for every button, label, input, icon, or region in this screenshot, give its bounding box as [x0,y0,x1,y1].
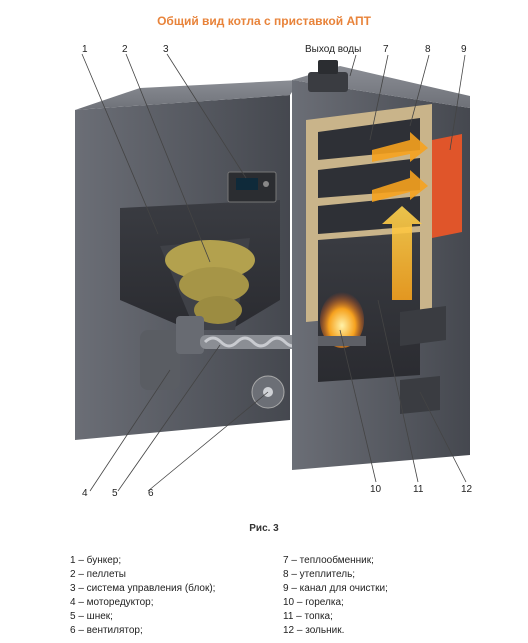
legend-item-11: 11 – топка; [283,611,333,622]
callout-4: 4 [82,488,88,499]
callout-3: 3 [163,44,169,55]
diagram-title: Общий вид котла с приставкой АПТ [157,14,371,28]
legend-item-5: 5 – шнек; [70,611,113,622]
legend-item-12: 12 – зольник. [283,625,345,636]
control-unit [227,171,277,203]
legend-item-7: 7 – теплообменник; [283,555,374,566]
water-outlet-label: Выход воды [305,44,361,55]
ash-pan [400,306,446,414]
legend-item-4: 4 – моторедуктор; [70,597,154,608]
legend-item-1: 1 – бункер; [70,555,122,566]
callout-11: 11 [413,484,424,495]
water-outlet-fitting [308,60,348,92]
callout-8: 8 [425,44,431,55]
callout-10: 10 [370,484,382,495]
callout-12: 12 [461,484,473,495]
burner-flame [318,292,366,348]
callout-7: 7 [383,44,389,55]
figure-caption: Рис. 3 [249,523,279,534]
heat-flow-arrows [372,132,428,300]
legend-item-3: 3 – система управления (блок); [70,583,216,594]
callout-5: 5 [112,488,118,499]
leader-lines [81,53,467,492]
motor-reducer [140,316,204,390]
legend-item-2: 2 – пеллеты [70,569,126,580]
legend-item-10: 10 – горелка; [283,597,344,608]
cleaning-channel [432,134,462,238]
callout-6: 6 [148,488,154,499]
callout-2: 2 [122,44,128,55]
pellets [165,240,255,324]
legend-item-8: 8 – утеплитель; [283,569,356,580]
callout-9: 9 [461,44,467,55]
legend-item-9: 9 – канал для очистки; [283,583,388,594]
callout-1: 1 [82,44,88,55]
legend-item-6: 6 – вентилятор; [70,625,143,636]
